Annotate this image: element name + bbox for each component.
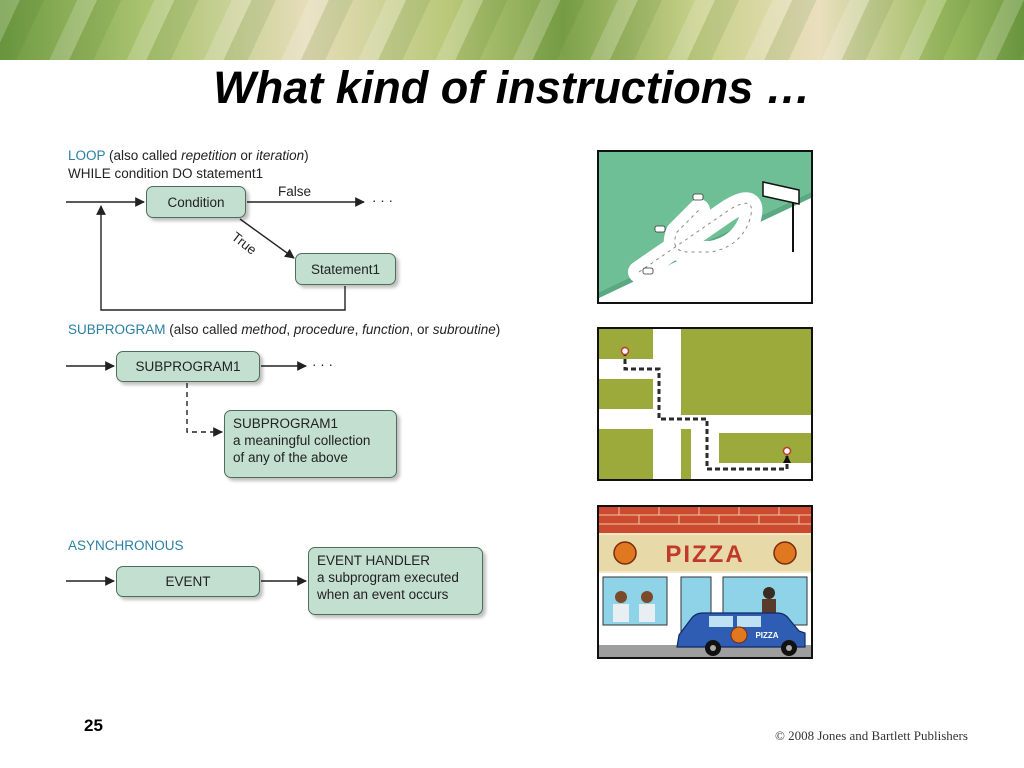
- loop-back-arrow: [96, 205, 346, 311]
- subprogram-term-subroutine: subroutine: [432, 322, 496, 337]
- racetrack-drawing: [599, 152, 811, 302]
- page-number: 25: [84, 716, 103, 735]
- subprogram-sep-2: ,: [354, 322, 363, 337]
- subprogram-term-method: method: [241, 322, 287, 337]
- event-handler-box: EVENT HANDLER a subprogram executed when…: [308, 547, 483, 615]
- event-handler-line-1: EVENT HANDLER: [317, 553, 431, 568]
- false-label: False: [278, 184, 312, 199]
- subprogram-definition-box: SUBPROGRAM1 a meaningful collection of a…: [224, 410, 397, 478]
- loop-heading: LOOP (also called repetition or iteratio…: [68, 148, 309, 163]
- true-arrow: [239, 218, 295, 259]
- copyright-notice: © 2008 Jones and Bartlett Publishers: [775, 728, 968, 743]
- loop-or: or: [236, 148, 257, 163]
- subprogram-sep-1: ,: [286, 322, 294, 337]
- loop-term-repetition: repetition: [181, 148, 237, 163]
- event-handler-line-2: a subprogram executed: [317, 570, 459, 585]
- subprogram-term-function: function: [362, 322, 410, 337]
- header-banner: [0, 0, 1024, 60]
- slide-title: What kind of instructions …: [213, 62, 811, 113]
- subprogram-close: ): [495, 322, 501, 337]
- instruction-diagram: LOOP (also called repetition or iteratio…: [60, 140, 580, 640]
- diagram-connectors: [66, 197, 365, 586]
- loop-keyword: LOOP: [68, 148, 106, 163]
- subprogram-def-line-2: a meaningful collection: [233, 433, 371, 448]
- subprogram-heading: SUBPROGRAM (also called method, procedur…: [68, 322, 500, 337]
- subprogram-sep-3: , or: [409, 322, 433, 337]
- asynchronous-pizza-illustration: PIZZA PIZZA: [597, 505, 813, 659]
- condition-box: Condition: [146, 186, 246, 218]
- event-box: EVENT: [116, 566, 260, 597]
- loop-term-iteration: iteration: [256, 148, 305, 163]
- asynchronous-keyword: ASYNCHRONOUS: [68, 538, 184, 553]
- asynchronous-heading: ASYNCHRONOUS: [68, 538, 184, 553]
- subprogram-call-arrow: [186, 383, 223, 437]
- loop-also: (also called: [105, 148, 182, 163]
- pizza-shop-drawing: PIZZA PIZZA: [599, 507, 811, 657]
- statement-box: Statement1: [295, 253, 396, 285]
- loop-ellipsis: · · ·: [372, 193, 393, 208]
- subprogram-term-procedure: procedure: [293, 322, 355, 337]
- subprogram1-box: SUBPROGRAM1: [116, 351, 260, 382]
- car-sign-text: PIZZA: [755, 631, 778, 640]
- loop-close: ): [304, 148, 309, 163]
- subprogram-keyword: SUBPROGRAM: [68, 322, 166, 337]
- loop-racetrack-illustration: [597, 150, 813, 304]
- subprogram-also: (also called: [165, 322, 242, 337]
- subprogram-ellipsis: · · ·: [312, 357, 333, 372]
- pizza-sign-text: PIZZA: [665, 541, 744, 568]
- banner-texture: [0, 0, 1024, 60]
- loop-syntax: WHILE condition DO statement1: [68, 166, 264, 181]
- subprogram-def-line-3: of any of the above: [233, 450, 348, 465]
- event-handler-line-3: when an event occurs: [317, 587, 449, 602]
- subprogram-def-line-1: SUBPROGRAM1: [233, 416, 339, 431]
- map-drawing: [599, 329, 811, 479]
- subprogram-map-illustration: [597, 327, 813, 481]
